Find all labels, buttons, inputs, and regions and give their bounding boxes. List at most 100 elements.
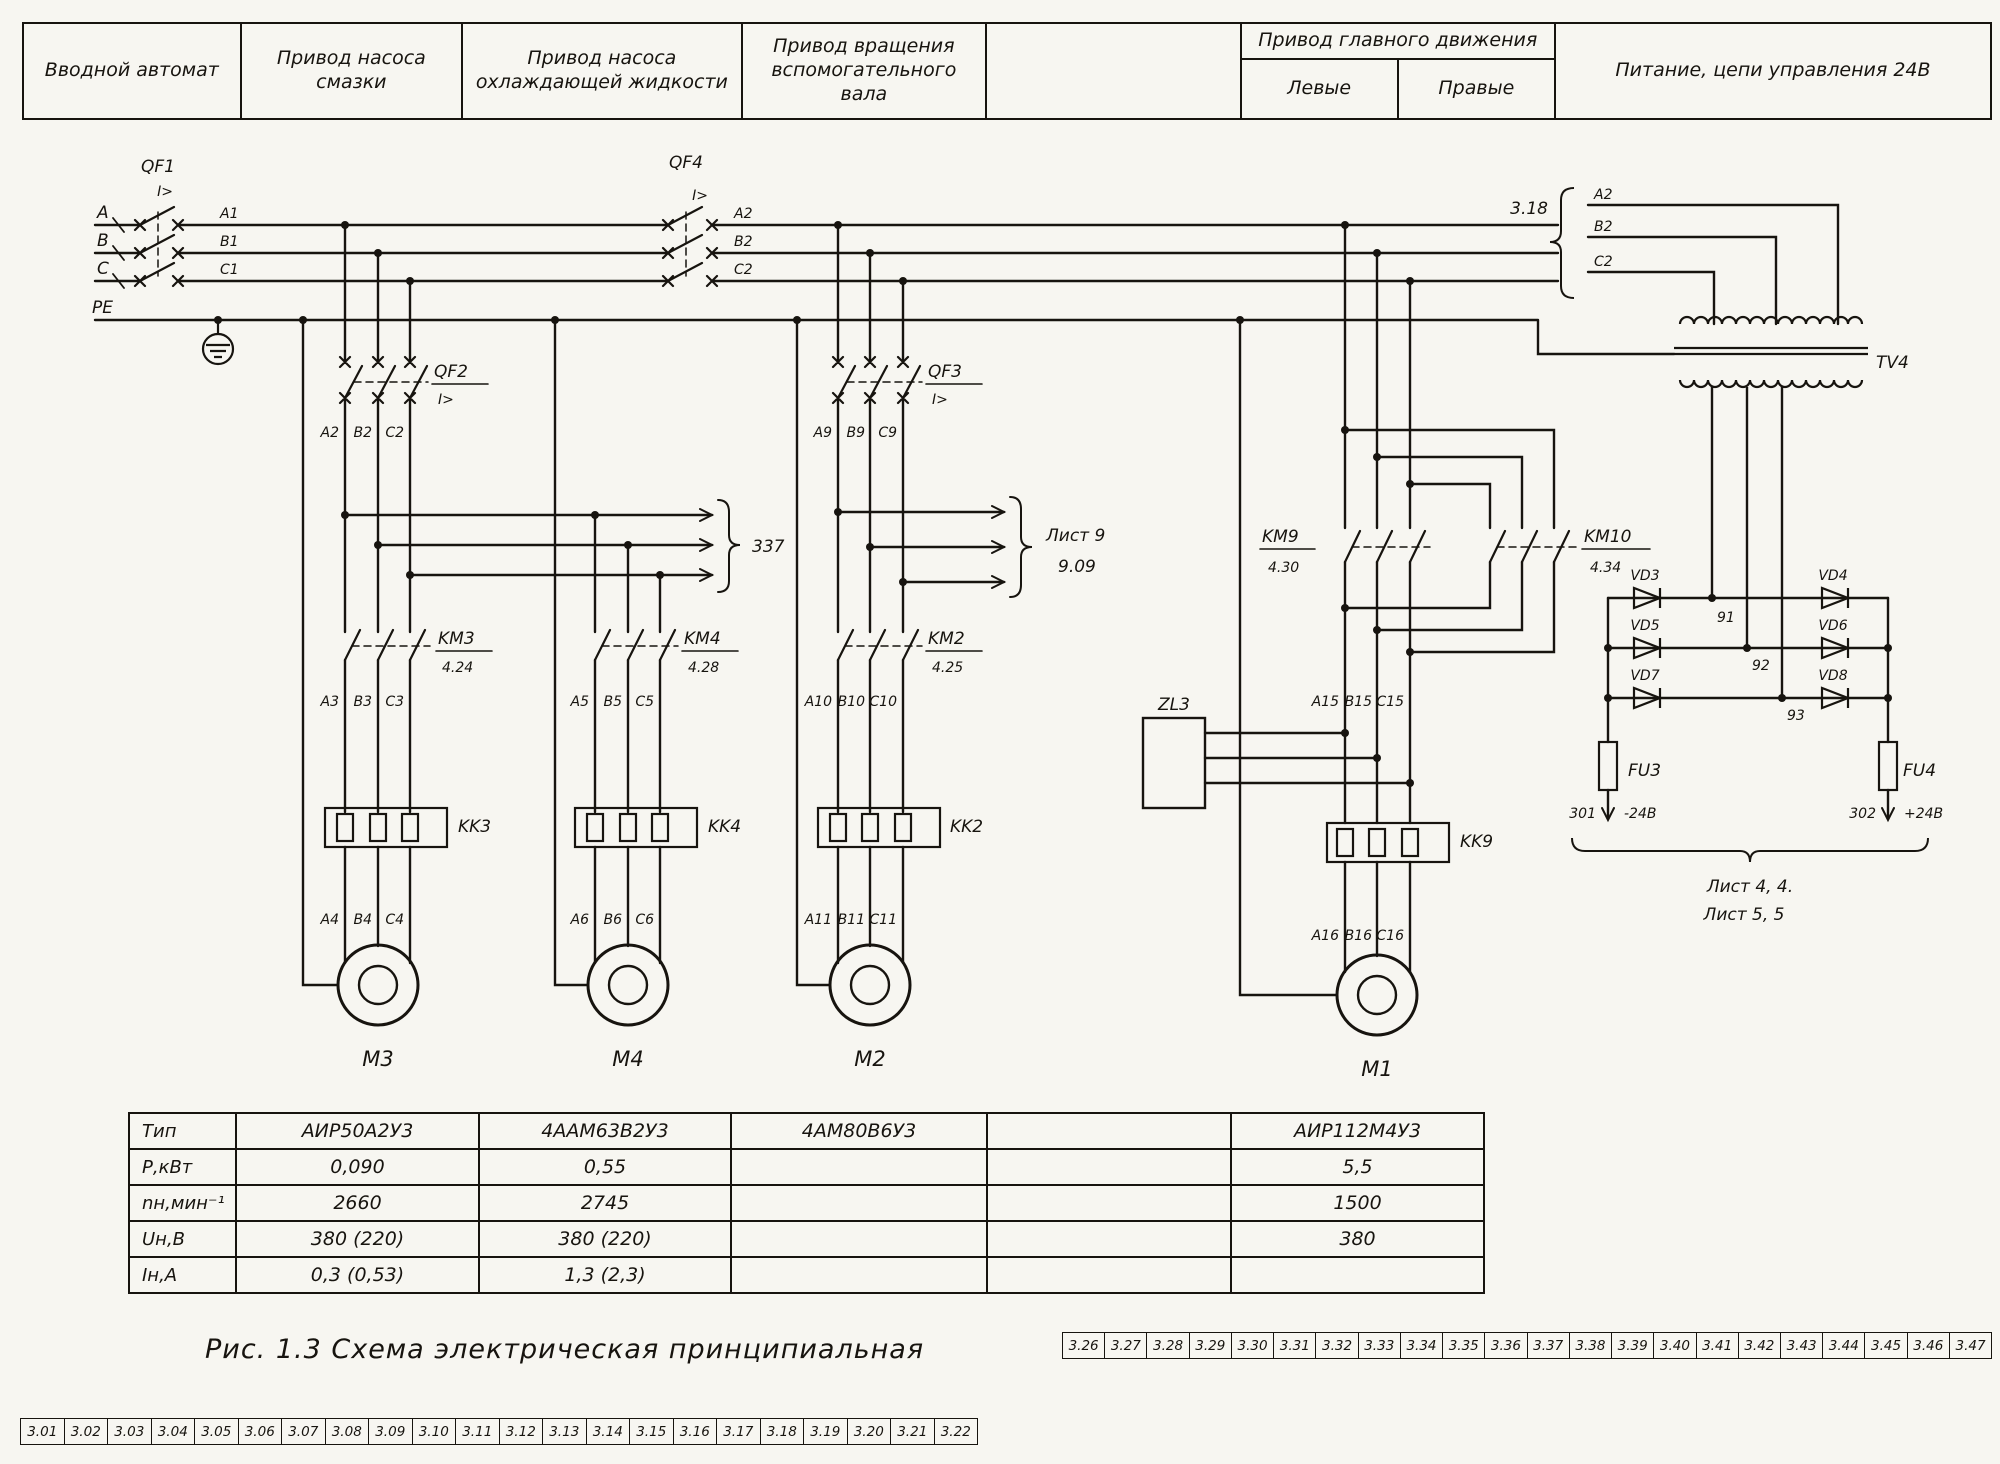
breaker-qf1-label: QF1 — [141, 157, 175, 177]
phase-c-label: C — [97, 259, 109, 279]
wire-b1-label: B1 — [220, 234, 239, 250]
sheet-ref-cell: 3.30 — [1231, 1332, 1275, 1359]
motor-m2-label: M2 — [854, 1047, 885, 1071]
diode-vd4 — [1820, 586, 1852, 610]
sheet-ref-cell: 3.45 — [1865, 1332, 1908, 1359]
table-row: Тип АИР50А2У3 4ААМ63В2У3 4АМ80В6У3 АИР11… — [128, 1112, 1485, 1150]
thermal-relay-kk4-label: KK4 — [708, 817, 741, 837]
table-row: Iн,А 0,3 (0,53) 1,3 (2,3) — [128, 1256, 1485, 1294]
thermal-relay-kk3 — [323, 806, 449, 849]
header-label: Питание, цепи управления 24В — [1615, 59, 1931, 82]
sheet-ref-cell: 3.31 — [1274, 1332, 1317, 1359]
terminal-label: B6 — [603, 912, 622, 928]
terminal-label: A11 — [804, 912, 832, 928]
diode-vd3 — [1632, 586, 1664, 610]
spec-cell: 2660 — [235, 1184, 480, 1222]
header-cell-coolant-pump: Привод насоса охлаждающей жидкости — [463, 24, 743, 118]
sheet-ref-cell: 3.09 — [369, 1418, 413, 1445]
diode-vd8-label: VD8 — [1818, 668, 1847, 684]
sheet-ref-cell: 3.28 — [1147, 1332, 1190, 1359]
breaker-qf1 — [133, 205, 185, 288]
spec-cell: 380 (220) — [235, 1220, 480, 1258]
branch-m3-wires — [301, 223, 412, 987]
ref-337-lines — [343, 499, 741, 593]
phase-b-label: B — [97, 231, 109, 251]
breaker-qf3-label: QF3 — [928, 362, 962, 382]
sheet-ref-cell: 3.13 — [543, 1418, 587, 1445]
diode-vd5-label: VD5 — [1630, 618, 1659, 634]
transformer-tv4 — [1674, 315, 1868, 698]
breaker-qf1-trip-label: I> — [157, 184, 173, 200]
spec-cell: 0,3 (0,53) — [235, 1256, 480, 1294]
contactor-km9 — [1259, 529, 1431, 564]
header-label: Привод главного движения — [1258, 28, 1538, 51]
thermal-relay-kk9 — [1325, 821, 1451, 864]
header-label: Правые — [1438, 76, 1515, 99]
terminal-label: A5 — [570, 694, 590, 710]
wire-301-label: 301 — [1569, 806, 1596, 822]
terminal-label: B10 — [838, 694, 866, 710]
contactor-km10-label: KM10 — [1584, 527, 1631, 547]
header-cell-input-breaker: Вводной автомат — [24, 24, 242, 118]
sheet-ref-cell: 3.20 — [847, 1418, 891, 1445]
transformer-feed-lines — [1586, 203, 1840, 326]
ref-sheet9-number: 9.09 — [1058, 557, 1096, 577]
contactor-km3-ref: 4.24 — [442, 660, 473, 676]
wire-302-label: 302 — [1849, 806, 1876, 822]
terminal-label: C10 — [869, 694, 897, 710]
spec-cell — [730, 1256, 988, 1294]
sheet-ref-cell: 3.34 — [1400, 1332, 1444, 1359]
wire-b2-label: B2 — [734, 234, 753, 250]
wire-c2-label: C2 — [734, 262, 753, 278]
terminal-label: A16 — [1311, 928, 1339, 944]
terminal-label: C6 — [635, 912, 654, 928]
diode-vd6 — [1820, 636, 1852, 660]
terminal-label: B5 — [603, 694, 622, 710]
header-label: Привод насоса охлаждающей жидкости — [475, 47, 728, 93]
terminal-label: C3 — [385, 694, 404, 710]
sheet-ref-cell: 3.27 — [1105, 1332, 1148, 1359]
node-92-label: 92 — [1752, 658, 1770, 674]
sheet-ref-cell: 3.42 — [1738, 1332, 1781, 1359]
fuse-fu3-label: FU3 — [1628, 761, 1661, 781]
terminal-label: A6 — [570, 912, 590, 928]
sheet-ref-cell: 3.32 — [1316, 1332, 1359, 1359]
contactor-km3-label: KM3 — [438, 629, 475, 649]
terminal-label: C11 — [869, 912, 897, 928]
header-cell-24v-supply: Питание, цепи управления 24В — [1556, 24, 1990, 118]
phase-a-label: A — [96, 203, 109, 223]
terminal-label: B3 — [353, 694, 372, 710]
terminal-label: C5 — [635, 694, 654, 710]
sheet-ref-cell: 3.36 — [1485, 1332, 1528, 1359]
branch-m2-wires — [795, 223, 905, 987]
sheet-ref-cell: 3.07 — [282, 1418, 326, 1445]
sheet-ref-cell: 3.15 — [630, 1418, 674, 1445]
terminal-label: C2 — [385, 425, 404, 441]
spec-cell: 380 (220) — [478, 1220, 732, 1258]
sheet-ref-cell: 3.17 — [717, 1418, 761, 1445]
spec-cell — [1230, 1256, 1485, 1294]
contactor-km10-ref: 4.34 — [1590, 560, 1621, 576]
sheet-ref-cell: 3.37 — [1527, 1332, 1570, 1359]
motor-m2 — [828, 943, 912, 1027]
filter-zl3 — [1141, 716, 1207, 810]
contactor-km2-ref: 4.25 — [932, 660, 963, 676]
sheet-ref-cell: 3.10 — [412, 1418, 456, 1445]
sheet-ref-cell: 3.29 — [1189, 1332, 1232, 1359]
ref-318-brace — [1549, 187, 1575, 299]
spec-row-label: Iн,А — [128, 1256, 237, 1294]
diode-vd5 — [1632, 636, 1664, 660]
thermal-relay-kk2-label: KK2 — [950, 817, 983, 837]
node-91-label: 91 — [1717, 610, 1735, 626]
header-cell-main-drive: Привод главного движения Левые Правые — [1241, 24, 1556, 118]
terminal-label: A4 — [320, 912, 339, 928]
fuse-fu4-label: FU4 — [1903, 761, 1936, 781]
spec-row-label: Р,кВт — [128, 1148, 237, 1186]
terminal-label: B2 — [353, 425, 372, 441]
terminal-label: B9 — [846, 425, 865, 441]
diode-vd7 — [1632, 686, 1664, 710]
header-cell-empty — [987, 24, 1242, 118]
